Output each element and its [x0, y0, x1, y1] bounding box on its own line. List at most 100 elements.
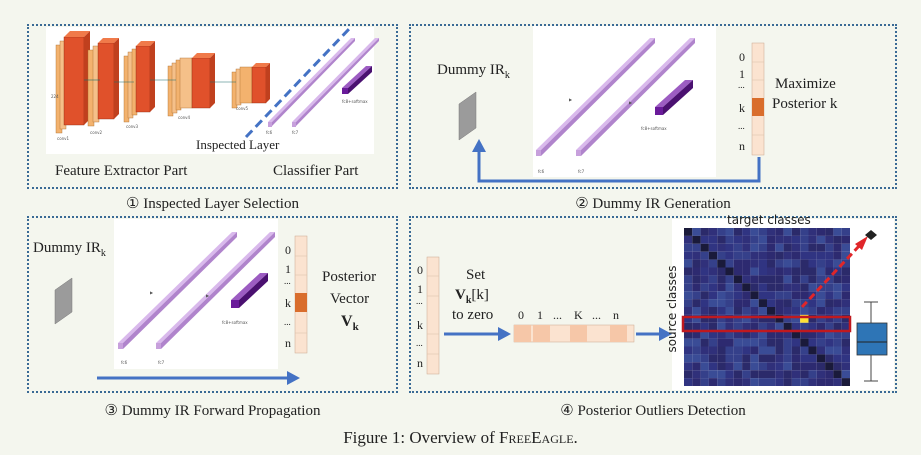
heatmap-cell [791, 228, 801, 236]
heatmap-cell [841, 346, 850, 355]
heatmap-cell [775, 330, 784, 339]
heatmap-cell [800, 267, 809, 276]
heatmap-cell [684, 322, 693, 331]
feature-extractor-label: Feature Extractor Part [55, 163, 188, 179]
heatmap-cell [708, 307, 718, 315]
heatmap-cell [767, 259, 776, 268]
fc6-layer-2 [536, 38, 655, 156]
row-label-0: 0 [518, 308, 524, 322]
heatmap-cell [775, 228, 784, 236]
heatmap-cell [825, 346, 834, 355]
heatmap-cell [825, 267, 834, 276]
heatmap-cell [800, 314, 809, 323]
heatmap-cell [808, 362, 817, 371]
heatmap-cell [700, 330, 709, 339]
heatmap-cell [800, 378, 809, 386]
heatmap-cell [775, 299, 784, 307]
dummy-ir-label-2: Dummy IRk [437, 62, 510, 81]
heatmap-cell [684, 330, 693, 339]
heatmap-cell [783, 370, 792, 379]
heatmap-cell [767, 354, 776, 363]
heatmap-cell [841, 322, 850, 331]
heatmap-cell [733, 338, 743, 347]
heatmap-cell [791, 338, 801, 347]
heatmap-cell [692, 346, 701, 355]
heatmap-cell [783, 291, 792, 300]
heatmap-cell [841, 275, 850, 284]
row-label-1: 1 [537, 308, 543, 322]
heatmap-cell [684, 307, 693, 315]
heatmap-cell [783, 330, 792, 339]
heatmap-cell [833, 251, 842, 260]
inspected-layer-label: Inspected Layer [196, 137, 280, 152]
heatmap-cell [816, 362, 826, 371]
heatmap-cell [808, 307, 817, 315]
heatmap-cell [808, 235, 817, 244]
heatmap-cell [758, 362, 767, 371]
heatmap-cell [800, 251, 809, 260]
heatmap-cell [725, 330, 734, 339]
heatmap-cell [700, 338, 709, 347]
heatmap-cell [742, 299, 751, 307]
heatmap-cell [841, 283, 850, 292]
heatmap-cell [708, 338, 718, 347]
heatmap-cell [717, 314, 726, 323]
svg-text:fc6: fc6 [121, 360, 128, 365]
heatmap-cell [833, 346, 842, 355]
heatmap-cell [750, 283, 759, 292]
heatmap-cell [725, 291, 734, 300]
row-vector-4 [513, 324, 635, 343]
heatmap-cell [733, 346, 743, 355]
heatmap-cell [775, 314, 784, 323]
heatmap-cell [684, 299, 693, 307]
svg-text:▶: ▶ [569, 97, 573, 102]
heatmap-cell [808, 322, 817, 331]
heatmap-cell [816, 378, 826, 386]
heatmap-cell [825, 338, 834, 347]
dummy-ir-label-3: Dummy IRk [33, 240, 106, 259]
to-zero-label: to zero [452, 307, 494, 323]
heatmap-cell [808, 275, 817, 284]
inspected-layer-line [244, 26, 352, 139]
heatmap-cell [833, 370, 842, 379]
posterior-k-label: Posterior k [772, 96, 838, 112]
heatmap-cell [733, 283, 743, 292]
heatmap-cell [783, 314, 792, 323]
heatmap-cell [708, 322, 718, 331]
heatmap-cell [825, 228, 834, 236]
heatmap-cell [700, 370, 709, 379]
heatmap-cell [841, 370, 850, 379]
heatmap-cell [708, 346, 718, 355]
heatmap-cell [825, 354, 834, 363]
heatmap-cell [725, 299, 734, 307]
heatmap-cell [825, 307, 834, 315]
heatmap-cell [758, 346, 767, 355]
panel-dummy-ir-forward [27, 216, 398, 393]
heatmap-cell [808, 330, 817, 339]
step-2-caption: ② Dummy IR Generation [575, 196, 731, 212]
conv-block-2 [87, 38, 119, 127]
heatmap-cell [808, 299, 817, 307]
heatmap-cell [758, 283, 767, 292]
heatmap-cell [800, 243, 809, 252]
heatmap-cell [783, 259, 792, 268]
heatmap-cell [775, 235, 784, 244]
heatmap-cell [700, 259, 709, 268]
heatmap-cell [717, 362, 726, 371]
svg-text:fc7: fc7 [578, 169, 585, 174]
vec4-label-n: n [417, 356, 423, 370]
heatmap-cell [767, 338, 776, 347]
conv-block-5 [231, 63, 270, 109]
heatmap-cell [708, 228, 718, 236]
heatmap-cell [841, 251, 850, 260]
heatmap-cell [750, 362, 759, 371]
heatmap-cell [758, 378, 767, 386]
panel-inspected-layer-selection [27, 24, 398, 189]
heatmap-cell [717, 283, 726, 292]
heatmap-cell [758, 370, 767, 379]
heatmap-cell [775, 251, 784, 260]
heatmap-cell [742, 314, 751, 323]
heatmap-cell [684, 370, 693, 379]
heatmap-cell [825, 370, 834, 379]
heatmap-cell [767, 346, 776, 355]
